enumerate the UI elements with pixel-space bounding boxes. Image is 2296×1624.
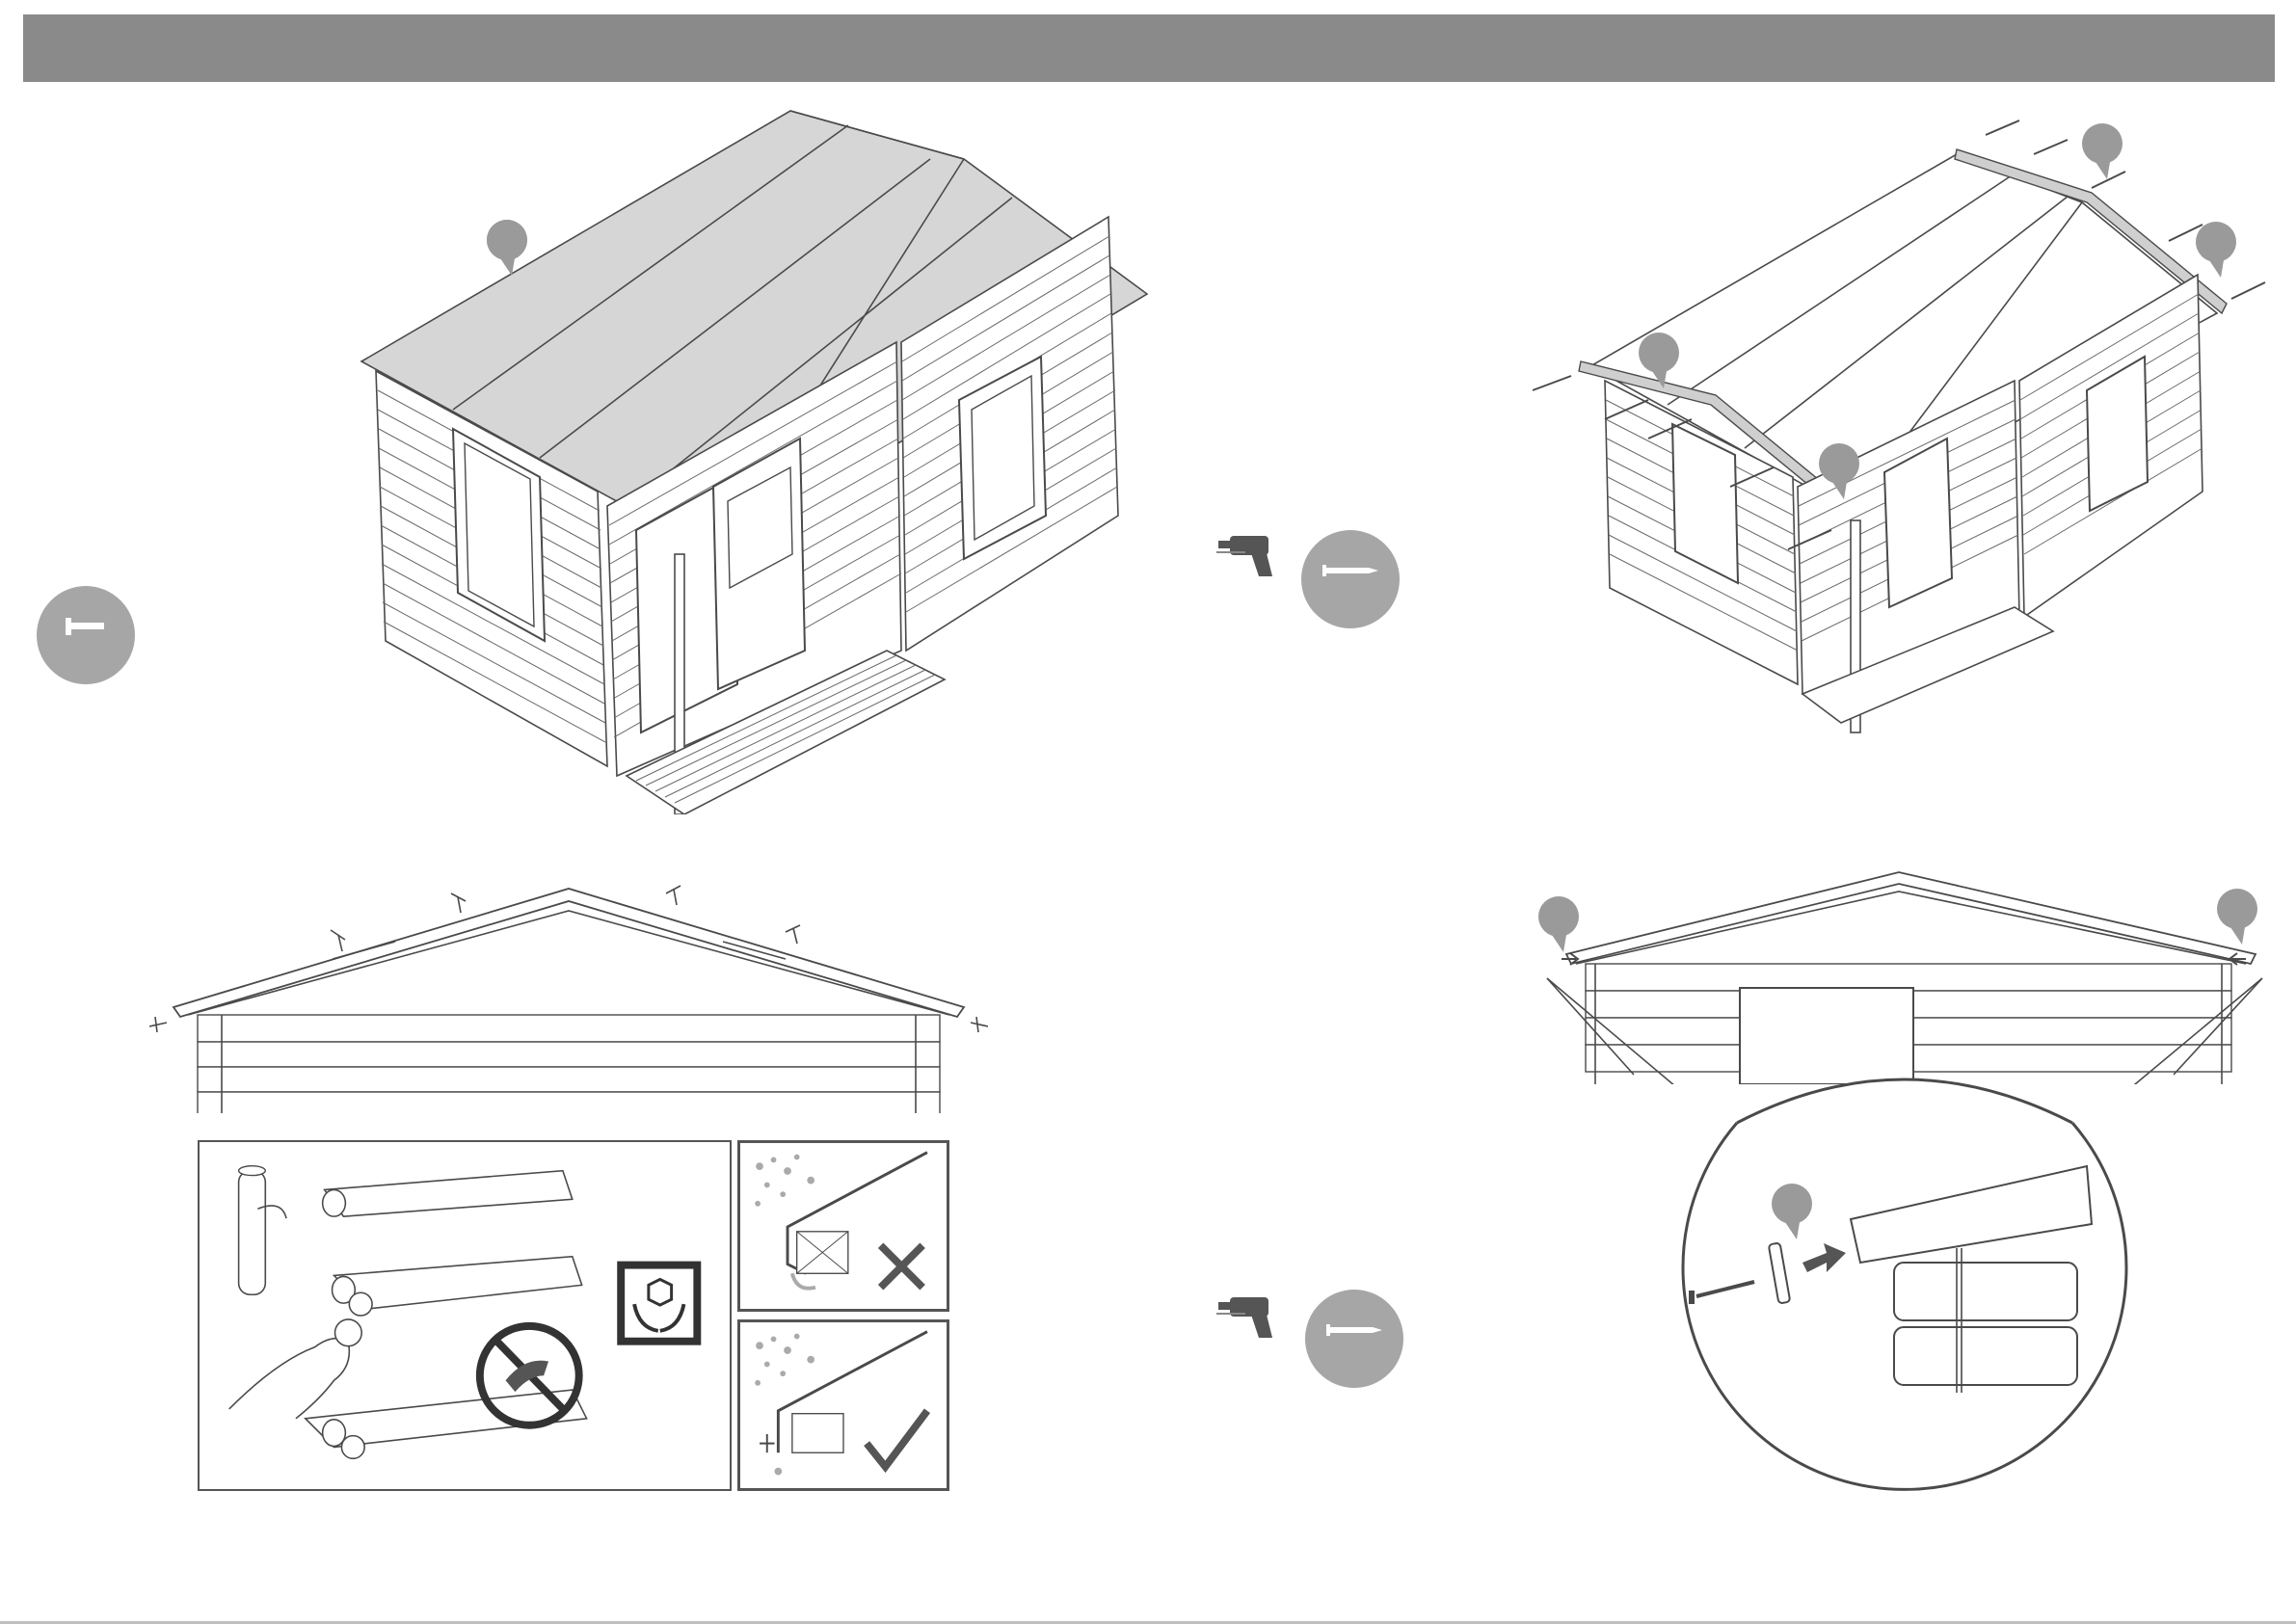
drill-icon (1216, 1291, 1280, 1342)
part-marker-pin (2082, 123, 2122, 179)
drill-tool-lower (1216, 1291, 1280, 1342)
nail-badge (37, 586, 135, 684)
screw-badge-upper (1301, 530, 1400, 628)
part-marker-pin (2196, 222, 2236, 278)
part-marker-pin (1538, 896, 1579, 952)
part-marker-pin (1639, 333, 1679, 388)
part-marker-pin (487, 220, 527, 276)
screw-badge-lower (1305, 1290, 1403, 1388)
part-marker-pin (1772, 1184, 1812, 1239)
screw-icon (1305, 1290, 1403, 1388)
drill-icon (1216, 530, 1280, 580)
part-marker-pin (2217, 889, 2257, 945)
figure-cabin-felt-roof (347, 101, 1157, 814)
screw-icon (1301, 530, 1400, 628)
part-marker-pin (1819, 443, 1859, 499)
cross-mark-icon (881, 1245, 922, 1287)
nail-icon (37, 586, 135, 684)
figure-felt-edge-wrong (737, 1140, 949, 1312)
drill-tool-upper (1216, 530, 1280, 580)
header-bar (23, 14, 2275, 82)
figure-felt-roll-instructions (198, 1140, 732, 1491)
figure-felt-edge-correct (737, 1319, 949, 1491)
figure-corner-trim-detail (1677, 1046, 2130, 1508)
figure-felt-nailing-elevation (149, 872, 988, 1113)
figure-cabin-fascia (1513, 106, 2284, 742)
handle-with-care-icon (617, 1262, 701, 1345)
check-mark-icon (867, 1411, 927, 1467)
